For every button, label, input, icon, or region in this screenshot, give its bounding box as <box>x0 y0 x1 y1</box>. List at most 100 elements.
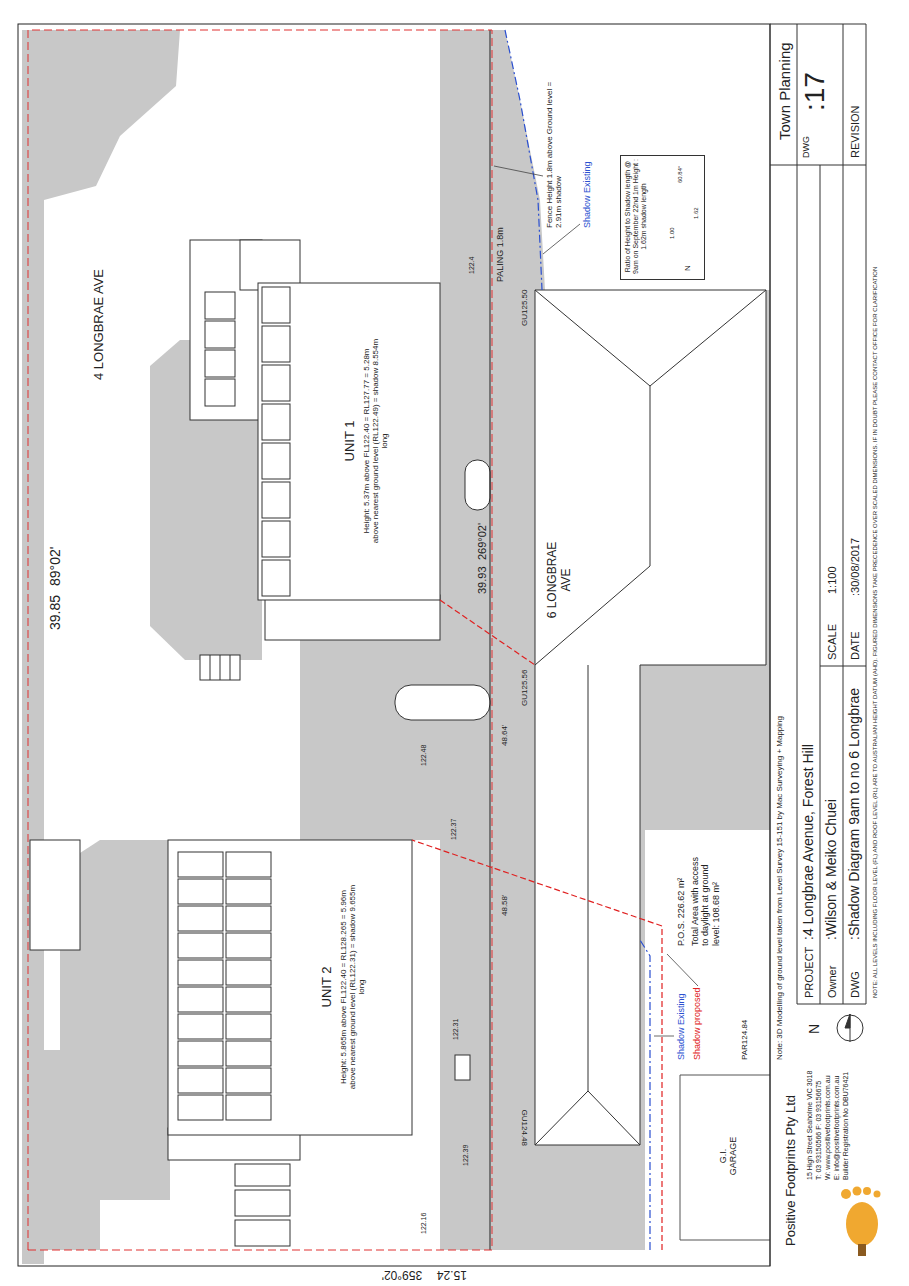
title-block-line <box>770 24 771 1266</box>
unit-2-building <box>226 987 271 1012</box>
site-feature <box>395 685 490 720</box>
spot-level: 122.39 <box>462 1145 470 1166</box>
unit-2-building <box>178 1068 223 1093</box>
company-logo <box>846 1202 878 1246</box>
spot-level: 122.37 <box>450 819 458 840</box>
unit-1-building <box>258 283 440 600</box>
shadow-existing-line <box>505 30 650 1250</box>
garage: G.I. GARAGE <box>700 1086 756 1226</box>
company-logo <box>841 1187 881 1257</box>
shadow-proposed-line <box>412 600 662 1250</box>
boundary-bearing: 269°02' <box>476 523 489 560</box>
spot-level: GU125.50 <box>520 290 529 326</box>
shadow-area <box>22 30 770 1264</box>
unit-1-building <box>262 365 290 401</box>
unit-2-building <box>178 987 223 1012</box>
unit-2-building <box>226 852 271 877</box>
company-address: Builder Registration No DBU76421 <box>842 1072 850 1180</box>
unit-2-building <box>226 1068 271 1093</box>
boundary-dimension: 39.93 <box>476 566 489 594</box>
unit-2-building <box>178 1041 223 1066</box>
title-field-label: PROJECT <box>803 947 816 998</box>
boundary-bearing: 359°02' <box>382 1267 422 1281</box>
title-field-value: 1:100 <box>826 566 839 594</box>
street-name: 4 LONGBRAE AVE <box>92 269 107 380</box>
title-block-line <box>866 24 867 1004</box>
title-block-line <box>770 24 866 1266</box>
title-field-label: Owner <box>826 966 839 998</box>
spot-level: PAR124.84 <box>740 1020 749 1060</box>
title-block-line <box>770 24 866 25</box>
unit-1-building <box>230 655 231 680</box>
spot-level: 122.16 <box>420 1213 428 1234</box>
title-field-label: DWG <box>849 971 862 998</box>
unit-2-building <box>455 1055 470 1080</box>
unit-2-building <box>226 1095 271 1120</box>
open-space-note: Total Area with access to daylight at gr… <box>690 851 721 946</box>
unit-2-building <box>226 1014 271 1039</box>
company-logo <box>874 1191 881 1198</box>
unit-2-building <box>178 879 223 904</box>
unit-2-building <box>178 1014 223 1039</box>
unit-1-building <box>210 655 211 680</box>
spot-level: GU124.48 <box>520 1110 529 1146</box>
spot-level: 122.48 <box>420 745 428 766</box>
unit-1-building <box>262 326 290 362</box>
unit-1-building <box>262 560 290 596</box>
unit-2-building <box>178 906 223 931</box>
boundary-line <box>18 24 770 1266</box>
building-footprint: UNIT 1Height: 5.37m above FL122.40 = RL1… <box>294 286 438 596</box>
title-field-label: DATE <box>849 631 862 660</box>
boundary-bearing: 89°02' <box>47 547 63 586</box>
garage-outline <box>680 1075 770 1240</box>
unit-1-building <box>262 443 290 479</box>
title-field-value: :Wilson & Meiko Chuei <box>823 799 839 940</box>
unit-1-building <box>220 655 221 680</box>
company-address: E: info@positivefootprints.com.au <box>833 1076 841 1180</box>
shadow-angle: 48.58' <box>500 894 509 916</box>
shadow-area <box>44 30 180 200</box>
company-address: 15 High Street Seaholme VIC 3018 <box>806 1071 814 1180</box>
spot-level: 122.31 <box>452 1019 460 1040</box>
survey-note: Note: 3D Modelling of ground level taken… <box>775 716 784 1060</box>
sunlit-area <box>505 30 770 290</box>
north-arrow <box>837 1014 863 1042</box>
unit-2-building <box>226 879 271 904</box>
boundary-dimension: 39.85 <box>47 595 63 630</box>
shadow-area <box>440 30 770 1250</box>
neighbour-house <box>535 290 650 665</box>
unit-2-building <box>168 840 412 1135</box>
unit-1-building <box>205 292 235 319</box>
company-logo <box>858 1244 866 1256</box>
north-label: N <box>806 1024 822 1034</box>
boundary-dimension: 15.24 <box>437 1267 467 1281</box>
fence-note: Fence Height 1.8m above Ground level = 2… <box>545 78 563 228</box>
neighbour-house <box>535 290 766 1145</box>
title-field-value: :30/08/2017 <box>849 538 862 596</box>
neighbour-house: 6 LONGBRAE AVE <box>540 530 580 630</box>
leader-line <box>494 166 698 1036</box>
ratio-box: Ratio of Height to Shadow length @ 9am o… <box>620 155 705 280</box>
neighbour-house <box>588 665 589 1091</box>
unit-2-building <box>235 1190 290 1216</box>
shadow-proposed-line <box>440 600 535 665</box>
leader-line <box>667 954 698 986</box>
site-feature <box>465 460 490 510</box>
unit-2-building <box>226 906 271 931</box>
boundary-line <box>490 30 491 1250</box>
sunlit-area <box>505 30 770 1250</box>
boundary-line <box>28 30 492 1250</box>
neighbour-house <box>535 290 766 1145</box>
title-block-line <box>797 24 798 1004</box>
north-arrow <box>845 1014 850 1028</box>
leader-line <box>494 166 543 176</box>
unit-name: UNIT 1 <box>343 421 358 462</box>
unit-name: G.I. GARAGE <box>718 1134 739 1178</box>
shadow-existing-line <box>640 940 650 1250</box>
fence-label: PALING 1.8m <box>495 227 505 282</box>
note-text: Ratio of Height to Shadow length @ 9am o… <box>624 158 648 275</box>
site-feature <box>30 840 80 950</box>
company-logo <box>841 1189 851 1199</box>
